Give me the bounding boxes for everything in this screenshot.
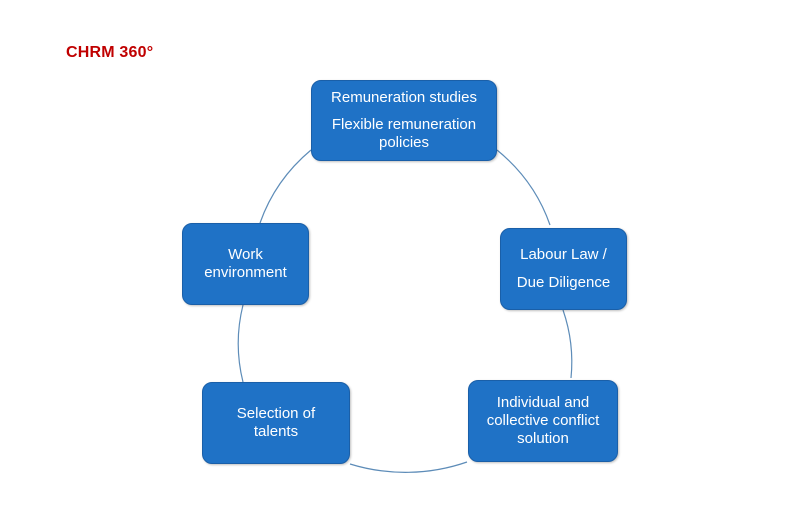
brand-title: CHRM 360°	[66, 44, 154, 61]
node-selection-of-talents: Selection of talents	[202, 382, 350, 464]
node-conflict-line3: solution	[517, 430, 569, 447]
node-remuneration-line1: Remuneration studies	[331, 89, 477, 106]
node-work-line2: environment	[204, 264, 287, 281]
ring-arc-top-right	[496, 149, 551, 226]
node-remuneration: Remuneration studies Flexible remunerati…	[311, 80, 497, 161]
node-labour-line1: Labour Law /	[520, 246, 607, 263]
node-work-environment: Work environment	[182, 223, 309, 305]
ring-arc-bottom	[349, 461, 468, 473]
node-selection-line1: Selection of	[236, 405, 316, 422]
ring-arc-left	[237, 304, 244, 383]
node-conflict-solution: Individual and collective conflict solut…	[468, 380, 618, 462]
node-labour-line2: Due Diligence	[516, 274, 611, 291]
node-labour-law: Labour Law / Due Diligence	[500, 228, 627, 310]
node-conflict-line2: collective conflict	[486, 412, 600, 429]
node-remuneration-line3: policies	[378, 134, 430, 151]
node-conflict-line1: Individual and	[496, 394, 590, 411]
node-selection-line2: talents	[253, 423, 299, 440]
ring-arc-right	[562, 309, 573, 379]
ring-arc-top-left	[259, 149, 312, 224]
node-work-line1: Work	[228, 246, 263, 263]
node-remuneration-line2: Flexible remuneration	[331, 116, 477, 133]
